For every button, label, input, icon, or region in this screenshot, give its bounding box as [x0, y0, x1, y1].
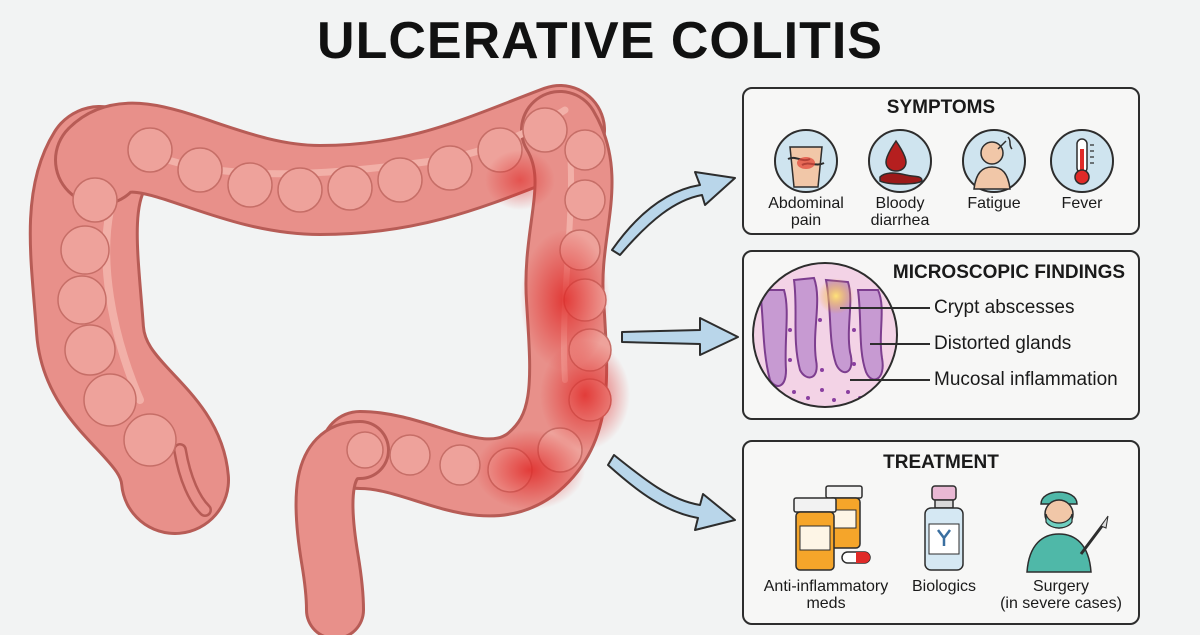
symptoms-heading: SYMPTOMS — [886, 97, 996, 118]
treatment-heading: TREATMENT — [883, 452, 999, 473]
treatment-label: Surgery — [1032, 578, 1090, 595]
microscopic-findings-panel: MICROSCOPIC FINDINGS — [742, 250, 1140, 420]
histology-slide-icon — [752, 262, 898, 408]
thermometer-icon — [1050, 129, 1114, 193]
finding-distorted-glands: Distorted glands — [934, 333, 1072, 354]
treatment-panel: TREATMENT Anti-inflammatory meds Biologi… — [742, 440, 1140, 625]
symptom-fever: Fever — [1036, 127, 1128, 212]
symptom-label: Fatigue — [967, 195, 1021, 212]
symptom-label: Bloody — [875, 195, 925, 212]
symptom-label: diarrhea — [870, 212, 930, 229]
tired-person-icon — [962, 129, 1026, 193]
finding-pointer-lines — [840, 307, 930, 381]
microscopic-heading: MICROSCOPIC FINDINGS — [892, 262, 1126, 283]
symptom-label: pain — [790, 212, 822, 229]
abdominal-pain-icon — [774, 129, 838, 193]
blood-drop-icon — [868, 129, 932, 193]
finding-mucosal-inflammation: Mucosal inflammation — [934, 369, 1118, 390]
treatment-surgery: Surgery (in severe cases) — [986, 482, 1136, 612]
treatment-biologics: Biologics — [902, 482, 986, 595]
symptom-fatigue: Fatigue — [948, 127, 1040, 212]
symptom-label: Fever — [1061, 195, 1103, 212]
symptoms-panel: SYMPTOMS Abdominal pain Bloody diarrhea … — [742, 87, 1140, 235]
colon-illustration — [28, 84, 630, 635]
treatment-anti-inflammatory: Anti-inflammatory meds — [750, 482, 902, 612]
symptom-abdominal-pain: Abdominal pain — [760, 127, 852, 229]
biologic-vial-icon — [924, 485, 964, 571]
page-title: ULCERATIVE COLITIS — [317, 12, 883, 70]
inflamed-region — [475, 150, 630, 510]
finding-crypt-abscesses: Crypt abscesses — [934, 297, 1075, 318]
pill-bottles-icon — [793, 485, 871, 571]
symptom-bloody-diarrhea: Bloody diarrhea — [854, 127, 946, 229]
treatment-label: (in severe cases) — [1000, 595, 1122, 612]
symptom-label: Abdominal — [768, 195, 844, 212]
treatment-label: meds — [806, 595, 846, 612]
treatment-label: Anti-inflammatory — [763, 578, 889, 595]
surgeon-icon — [1026, 491, 1109, 573]
treatment-label: Biologics — [911, 578, 977, 595]
